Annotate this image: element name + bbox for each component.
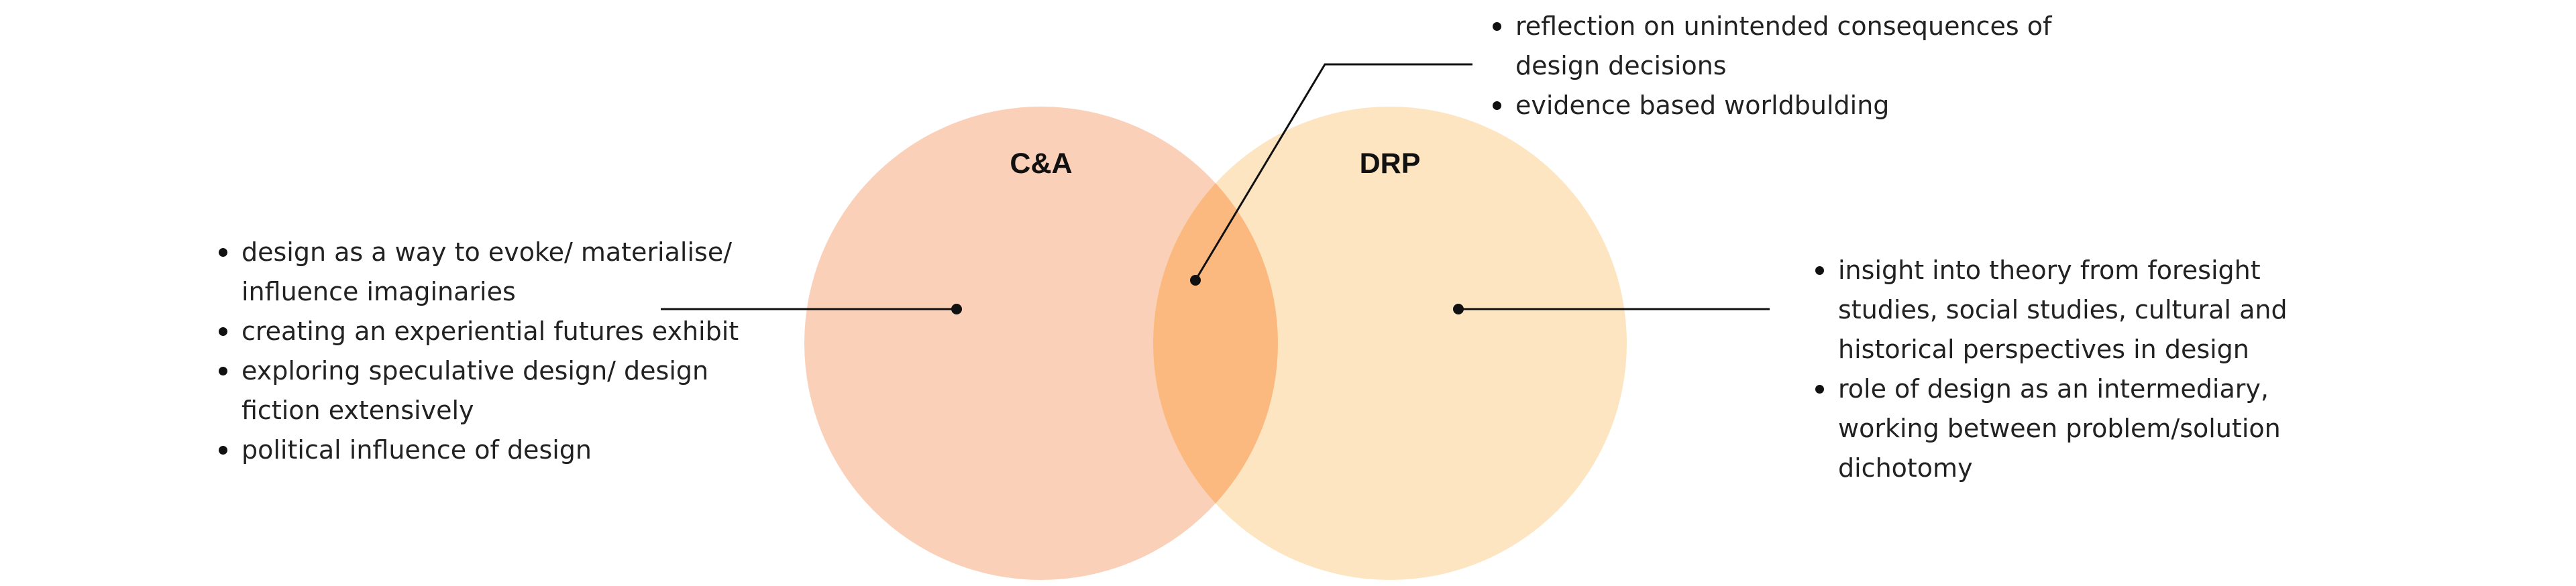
left-note-list: design as a way to evoke/ materialise/ i…: [217, 233, 767, 470]
list-item: creating an experiential futures exhibit: [217, 312, 767, 351]
overlap-connector-dot: [1190, 275, 1201, 286]
list-item: political influence of design: [217, 430, 767, 470]
drp-circle: [1153, 107, 1627, 580]
drp-label: DRP: [1360, 148, 1421, 180]
right-note-list: insight into theory from foresight studi…: [1813, 251, 2363, 488]
list-item: exploring speculative design/ design fic…: [217, 351, 767, 430]
list-item: insight into theory from foresight studi…: [1813, 251, 2363, 369]
right-connector-dot: [1453, 304, 1464, 314]
left-connector-dot: [951, 304, 962, 314]
overlap-note-list: reflection on unintended consequences of…: [1491, 7, 2068, 125]
list-item: reflection on unintended consequences of…: [1491, 7, 2068, 86]
list-item: role of design as an intermediary, worki…: [1813, 369, 2363, 488]
list-item: evidence based worldbulding: [1491, 86, 2068, 125]
overlap-connector-line: [1194, 63, 1472, 281]
overlap-region: [1153, 183, 1278, 504]
ca-circle: [804, 107, 1278, 580]
ca-label: C&A: [1010, 148, 1072, 180]
list-item: design as a way to evoke/ materialise/ i…: [217, 233, 767, 312]
